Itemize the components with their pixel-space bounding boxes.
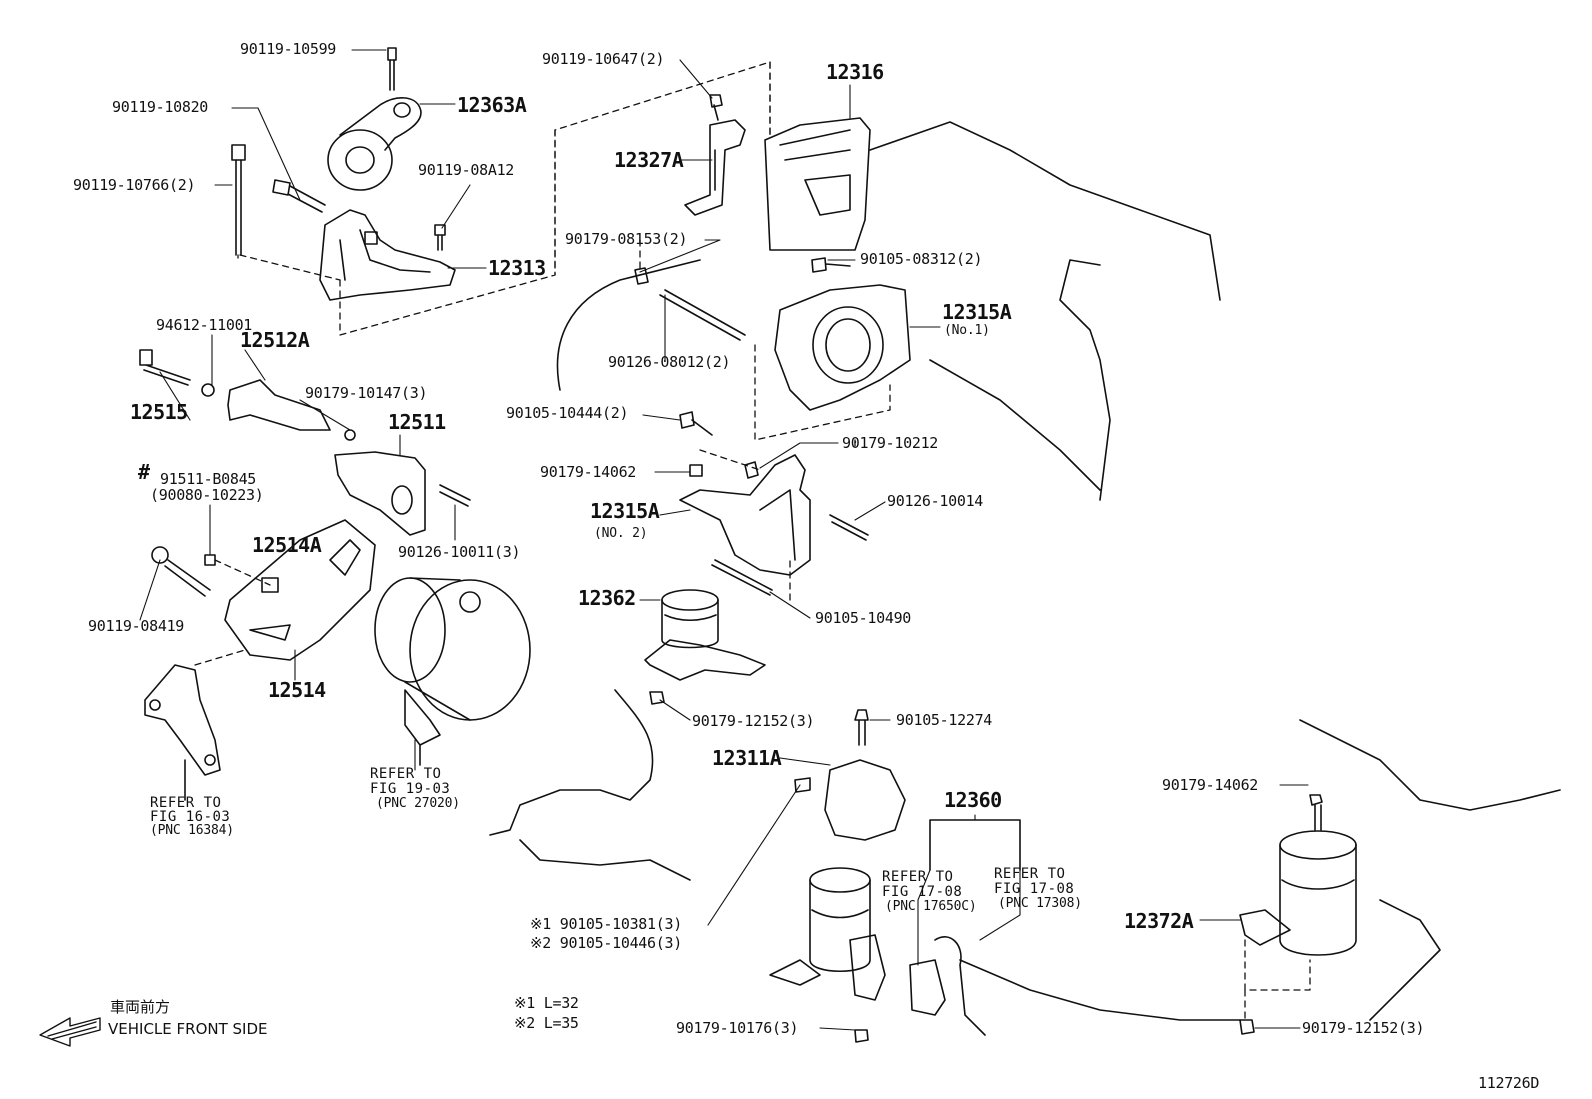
figure-id: 112726D <box>1478 1074 1540 1092</box>
label-90179-08153: 90179-08153(2) <box>565 230 688 248</box>
alternator <box>374 577 531 766</box>
ref-fig17a-line3: (PNC 17650C) <box>885 899 977 914</box>
label-90119-08A12: 90119-08A12 <box>418 161 515 179</box>
ref-fig17b-line3: (PNC 17308) <box>998 896 1082 911</box>
label-12362: 12362 <box>578 586 636 610</box>
ref-fig17b-line1: REFER TO <box>994 866 1066 882</box>
label-12313: 12313 <box>488 256 546 280</box>
bracket-12327A <box>684 94 746 216</box>
front-arrow-icon <box>39 1017 101 1047</box>
label-90179-10212: 90179-10212 <box>842 434 939 452</box>
label-12515: 12515 <box>130 400 188 424</box>
label-90105-10444: 90105-10444(2) <box>506 404 629 422</box>
transmission-outline <box>489 689 1561 1021</box>
note-l32: ※1 L=32 <box>514 994 579 1012</box>
label-12315A-no2-sub: (NO. 2) <box>594 526 648 541</box>
label-12327A: 12327A <box>614 148 684 172</box>
bracket-12514 <box>151 519 376 661</box>
label-94612-11001: 94612-11001 <box>156 316 253 334</box>
label-90126-08012: 90126-08012(2) <box>608 353 731 371</box>
mount-12363A <box>327 47 422 191</box>
label-90119-08419: 90119-08419 <box>88 617 185 635</box>
mount-12362 <box>644 559 773 705</box>
label-12315A-no2: 12315A <box>590 499 660 523</box>
label-12316: 12316 <box>826 60 884 84</box>
label-90105-12274: 90105-12274 <box>896 711 993 729</box>
label-90179-14062-b: 90179-14062 <box>1162 776 1259 794</box>
mount-12372A <box>1239 794 1357 1035</box>
label-90119-10599: 90119-10599 <box>240 40 337 58</box>
label-90126-10014: 90126-10014 <box>887 492 984 510</box>
label-91511-B0845: 91511-B0845 <box>160 470 257 488</box>
label-90119-10647: 90119-10647(2) <box>542 50 665 68</box>
label-90179-14062-a: 90179-14062 <box>540 463 637 481</box>
label-12315A-no1-sub: (No.1) <box>944 323 990 338</box>
ref-fig17a-line2: FIG 17-08 <box>882 884 963 900</box>
mount-12315A-no2 <box>679 411 869 576</box>
note-l35: ※2 L=35 <box>514 1014 579 1032</box>
ref-fig19-line1: REFER TO <box>370 766 442 782</box>
dashed-groups <box>194 61 1311 1021</box>
ref-fig19-line2: FIG 19-03 <box>370 781 451 797</box>
label-90080-10223: (90080-10223) <box>150 486 264 504</box>
label-90119-10766: 90119-10766(2) <box>73 176 196 194</box>
front-label-jp: 車両前方 <box>110 998 171 1016</box>
label-90105-10381: ※1 90105-10381(3) <box>530 915 682 933</box>
label-hash: # <box>138 460 150 484</box>
front-label-en: VEHICLE FRONT SIDE <box>108 1020 268 1038</box>
label-12360: 12360 <box>944 788 1002 812</box>
ref-fig19-line3: (PNC 27020) <box>376 796 460 811</box>
label-90179-10176: 90179-10176(3) <box>676 1019 799 1037</box>
label-12514A: 12514A <box>252 533 322 557</box>
label-90126-10011: 90126-10011(3) <box>398 543 521 561</box>
label-12363A: 12363A <box>457 93 527 117</box>
ref-fig16-line3: (PNC 16384) <box>150 823 234 838</box>
label-90179-12152-a: 90179-12152(3) <box>692 712 815 730</box>
ref-fig17b-line2: FIG 17-08 <box>994 881 1075 897</box>
label-90179-10147: 90179-10147(3) <box>305 384 428 402</box>
mount-12315A-no1 <box>634 257 911 411</box>
bracket-fig16 <box>144 664 221 801</box>
label-12372A: 12372A <box>1124 909 1194 933</box>
label-12514: 12514 <box>268 678 326 702</box>
label-90105-10490: 90105-10490 <box>815 609 912 627</box>
engine-outline <box>556 121 1221 501</box>
label-90119-10820: 90119-10820 <box>112 98 209 116</box>
bracket-12316 <box>764 117 871 251</box>
label-12511: 12511 <box>388 410 446 434</box>
ref-fig16-line1: REFER TO <box>150 795 222 811</box>
label-12311A: 12311A <box>712 746 782 770</box>
bolts-top-left <box>231 144 446 256</box>
label-90105-10446: ※2 90105-10446(3) <box>530 934 682 952</box>
ref-fig17a-line1: REFER TO <box>882 869 954 885</box>
label-12512A: 12512A <box>240 328 310 352</box>
bracket-12511 <box>334 451 471 536</box>
bracket-12512A <box>139 349 356 441</box>
leader-lines <box>139 49 1309 1031</box>
ref-fig16-line2: FIG 16-03 <box>150 809 231 825</box>
label-90105-08312: 90105-08312(2) <box>860 250 983 268</box>
label-12315A-no1: 12315A <box>942 300 1012 324</box>
label-90179-12152-b: 90179-12152(3) <box>1302 1019 1425 1037</box>
bracket-12313 <box>319 209 456 301</box>
